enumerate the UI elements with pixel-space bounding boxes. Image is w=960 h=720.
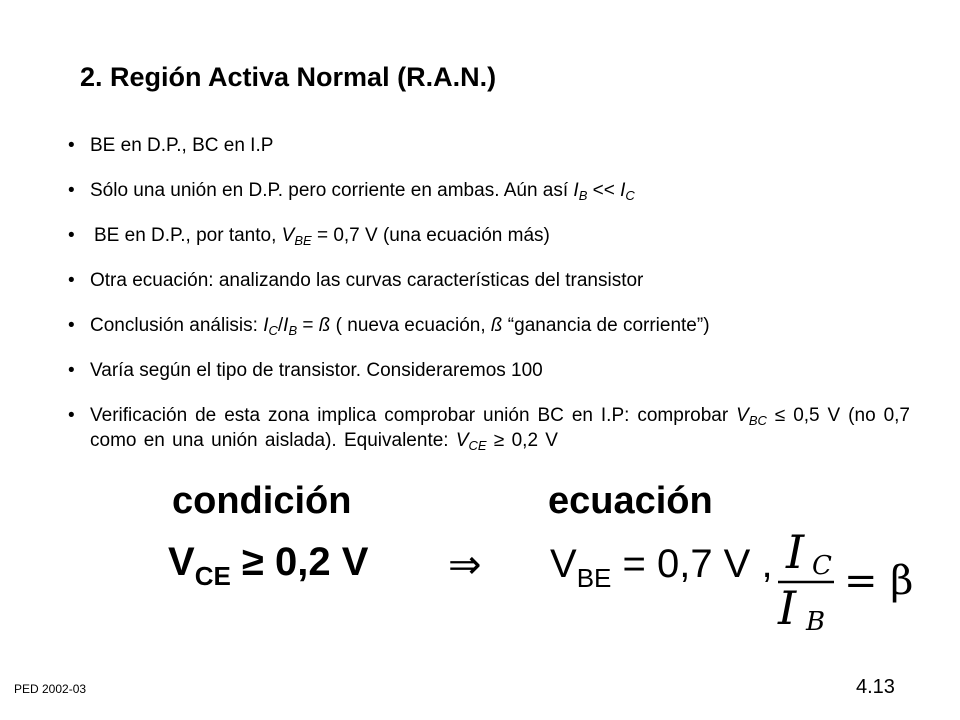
fraction-numerator-var: I xyxy=(785,525,805,579)
equation-formula: VBE = 0,7 V , xyxy=(550,542,773,593)
bullet-item: Sólo una unión en D.P. pero corriente en… xyxy=(68,178,910,203)
fraction-rhs: = β xyxy=(844,558,912,604)
fraction-denominator-sub: B xyxy=(805,607,825,637)
footer-course: PED 2002-03 xyxy=(14,682,87,696)
bullet-item: Varía según el tipo de transistor. Consi… xyxy=(68,358,910,383)
fraction-numerator-sub: C xyxy=(812,551,832,581)
fraction-denominator-var: I xyxy=(777,581,797,635)
bullet-item: Conclusión análisis: IC/IB = ß ( nueva e… xyxy=(68,313,910,338)
bullet-item: Verificación de esta zona implica compro… xyxy=(68,403,910,453)
condition-formula: VCE ≥ 0,2 V xyxy=(168,540,369,591)
page-number: 4.13 xyxy=(856,676,895,698)
bullet-item: BE en D.P., BC en I.P xyxy=(68,133,910,158)
condition-label: condición xyxy=(172,480,352,522)
current-gain-fraction: I C I B = β xyxy=(777,525,912,637)
equation-label: ecuación xyxy=(548,480,713,522)
bullet-list: BE en D.P., BC en I.P Sólo una unión en … xyxy=(68,133,910,473)
bullet-item: Otra ecuación: analizando las curvas car… xyxy=(68,268,910,293)
implies-symbol: ⇒ xyxy=(448,543,482,587)
bullet-item: BE en D.P., por tanto, VBE = 0,7 V (una … xyxy=(68,223,910,248)
page-title: 2. Región Activa Normal (R.A.N.) xyxy=(80,62,497,92)
